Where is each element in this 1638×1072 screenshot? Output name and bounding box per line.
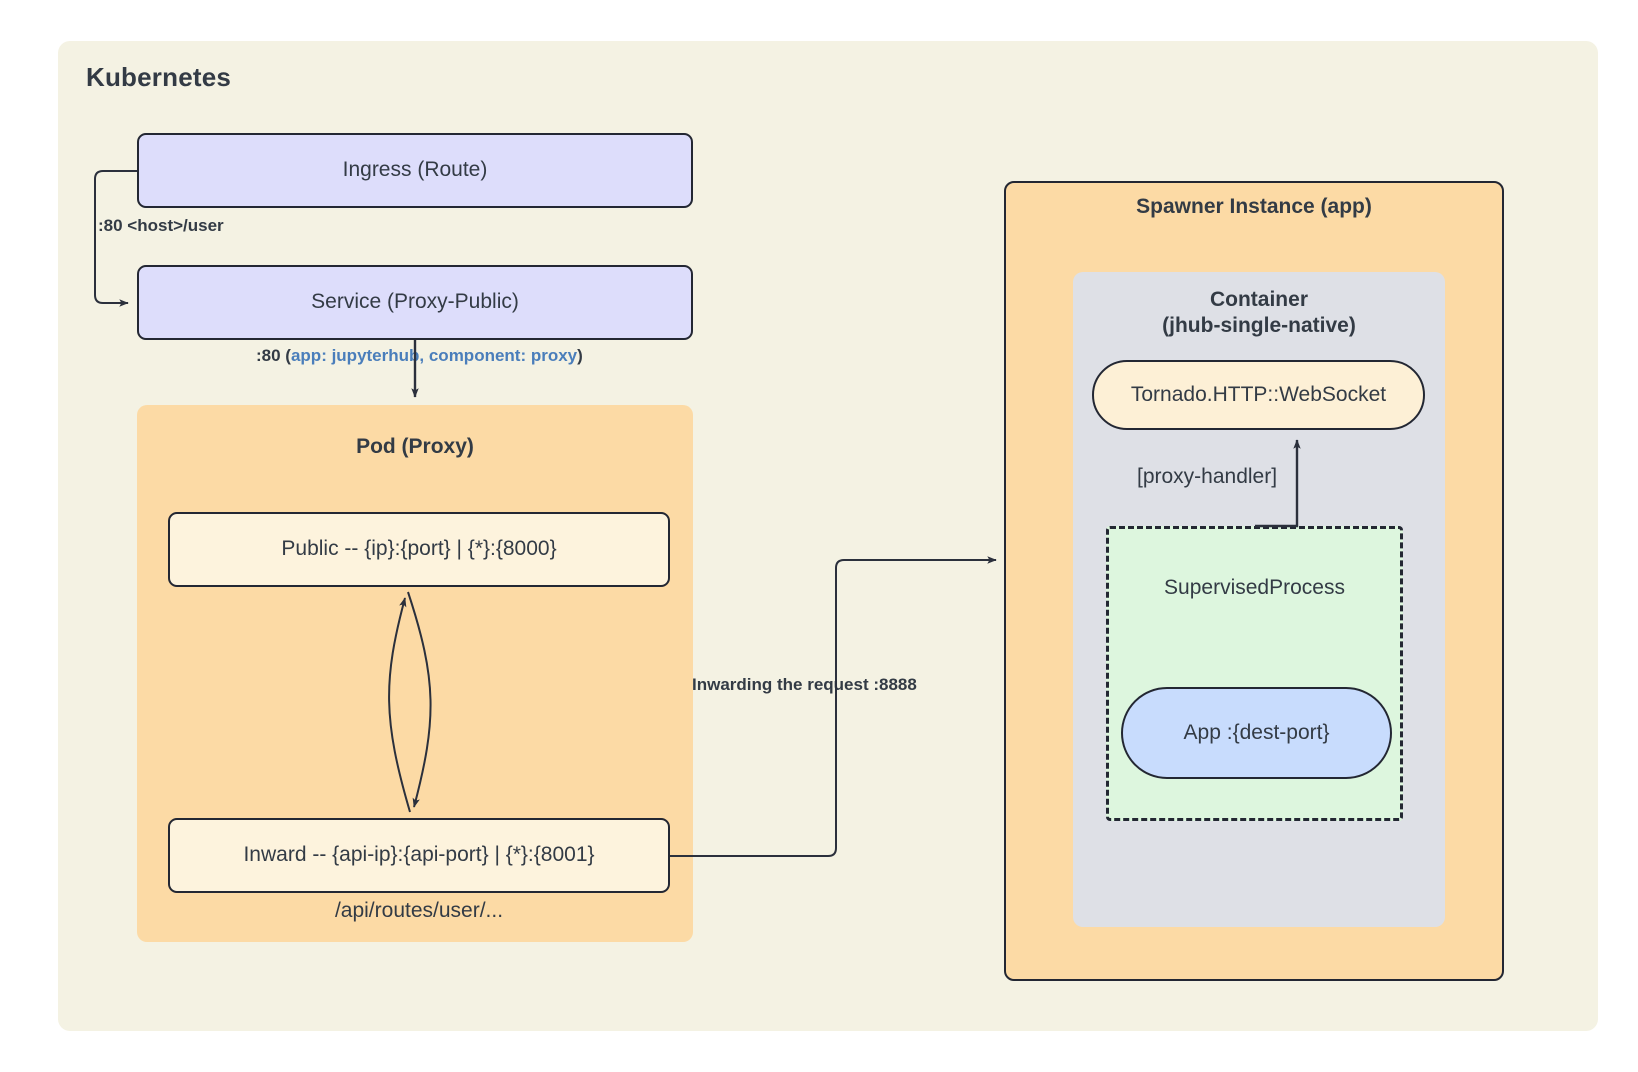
node-proxy-public-label: Public -- {ip}:{port} | {*}:{8000} xyxy=(281,537,557,561)
group-pod-proxy-title: Pod (Proxy) xyxy=(356,435,474,458)
node-ingress-label: Ingress (Route) xyxy=(342,158,488,182)
node-tornado-websocket[interactable]: Tornado.HTTP::WebSocket xyxy=(1092,360,1425,430)
group-container-title-line1: Container xyxy=(1209,288,1308,311)
edge-label-service-paren: ) xyxy=(577,346,583,365)
edge-label-service-selector: app: jupyterhub, component: proxy xyxy=(290,346,578,365)
group-container-title-line2: (jhub-single-native) xyxy=(1162,314,1356,338)
edge-label-service-to-pod: :80 (app: jupyterhub, component: proxy) xyxy=(256,346,583,366)
edge-label-inwarding-request: Inwarding the request :8888 xyxy=(692,675,917,694)
node-tornado-label: Tornado.HTTP::WebSocket xyxy=(1130,383,1387,406)
node-app-label: App :{dest-port} xyxy=(1183,721,1330,744)
node-ingress[interactable]: Ingress (Route) xyxy=(137,133,693,208)
node-app[interactable]: App :{dest-port} xyxy=(1121,687,1392,779)
group-spawner-title-wrap: Spawner Instance (app) xyxy=(1004,194,1504,220)
group-pod-proxy-title-wrap: Pod (Proxy) xyxy=(137,434,693,460)
node-service-proxy-public[interactable]: Service (Proxy-Public) xyxy=(137,265,693,340)
node-proxy-inward-label: Inward -- {api-ip}:{api-port} | {*}:{800… xyxy=(243,843,595,867)
edge-label-ingress-to-service: :80 <host>/user xyxy=(98,216,224,235)
node-proxy-public[interactable]: Public -- {ip}:{port} | {*}:{8000} xyxy=(168,512,670,587)
edge-label-service-port: :80 ( xyxy=(256,346,291,365)
group-container-title-wrap: Container (jhub-single-native) xyxy=(1073,287,1445,340)
group-supervised-process-label: SupervisedProcess xyxy=(1164,576,1345,599)
kubernetes-title: Kubernetes xyxy=(86,62,232,92)
node-service-label: Service (Proxy-Public) xyxy=(311,290,519,314)
label-api-routes: /api/routes/user/... xyxy=(334,899,504,922)
node-proxy-inward[interactable]: Inward -- {api-ip}:{api-port} | {*}:{800… xyxy=(168,818,670,893)
group-spawner-instance-title: Spawner Instance (app) xyxy=(1136,195,1372,218)
edge-label-proxy-handler: [proxy-handler] xyxy=(1137,465,1278,488)
